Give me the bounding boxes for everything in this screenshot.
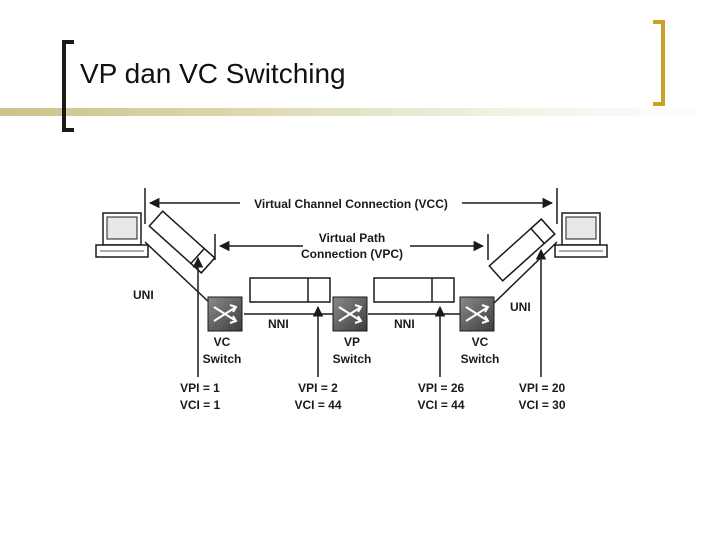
left-computer-icon [95,212,149,258]
vpi-label-1: VPI = 1 [180,381,220,395]
switch-left-line1: VC [214,335,231,349]
vci-label-1: VCI = 1 [180,398,221,412]
switch-middle-line2: Switch [333,352,372,366]
vcc-dimension: Virtual Channel Connection (VCC) [144,188,558,224]
uni-right-label: UNI [510,300,531,314]
pointer-arrows [192,248,547,377]
uni-left-label: UNI [133,288,154,302]
switch-middle-line1: VP [344,335,360,349]
vci-label-2: VCI = 44 [294,398,341,412]
vci-label-3: VCI = 44 [417,398,464,412]
vc-switch-left-icon [207,296,243,332]
switch-left-line2: Switch [203,352,242,366]
vcc-label: Virtual Channel Connection (VCC) [254,197,448,211]
nni-left-cell [249,277,331,303]
title-underline-bar [0,108,720,116]
vpc-dimension: Virtual Path Connection (VPC) [214,231,489,261]
vp-switch-middle-icon [332,296,368,332]
nni-right-cell [373,277,455,303]
vpc-label-line2: Connection (VPC) [301,247,403,261]
switch-right-line1: VC [472,335,489,349]
nni-left-label: NNI [268,317,289,331]
left-cell [148,210,216,274]
nni-right-label: NNI [394,317,415,331]
vpi-label-4: VPI = 20 [519,381,566,395]
left-bracket-decoration [62,40,74,132]
vpc-label-line1: Virtual Path [319,231,385,245]
right-computer-icon [554,212,608,258]
vpi-label-3: VPI = 26 [418,381,465,395]
switch-right-line2: Switch [461,352,500,366]
vc-switch-right-icon [459,296,495,332]
vci-label-4: VCI = 30 [518,398,565,412]
right-cell [488,218,556,282]
vpi-label-2: VPI = 2 [298,381,338,395]
slide-title: VP dan VC Switching [80,58,346,89]
right-bracket-decoration [653,20,665,106]
